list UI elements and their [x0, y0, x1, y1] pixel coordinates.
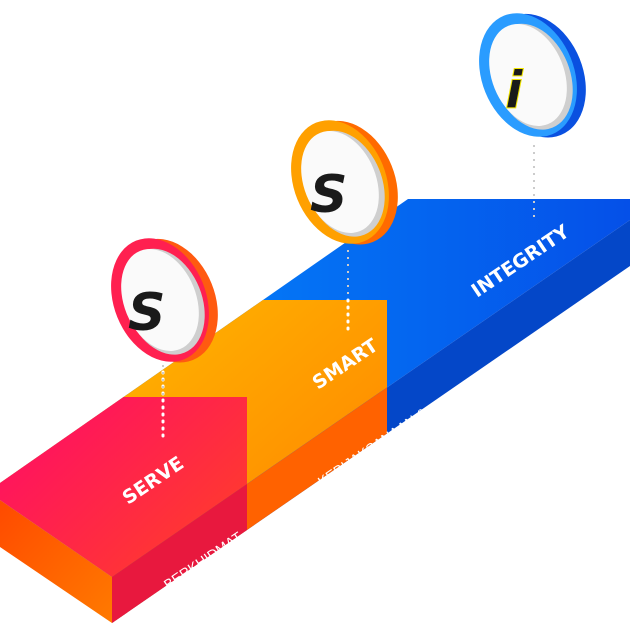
smart-coin: [291, 120, 398, 245]
slab-end-face: [0, 500, 112, 623]
integrity-icon: i: [505, 61, 524, 121]
smart-icon: S: [310, 165, 347, 225]
integrity-subtitle: INTEGRITI: [515, 336, 581, 388]
serve-coin: [111, 238, 218, 363]
integrity-coin: [479, 13, 586, 138]
serve-icon: S: [128, 283, 165, 343]
